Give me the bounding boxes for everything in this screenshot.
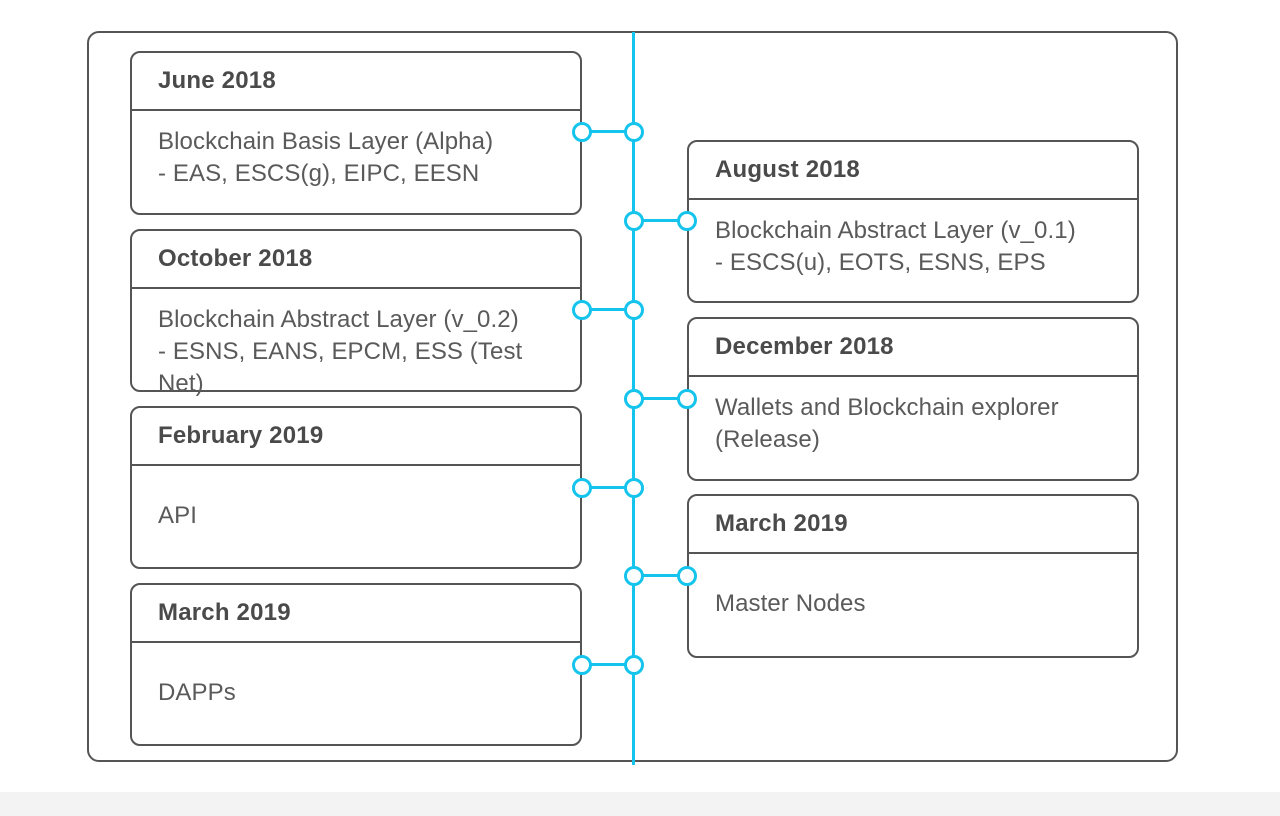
- timeline-connector: [582, 486, 634, 489]
- milestone-date: October 2018: [132, 231, 580, 289]
- timeline-connector: [582, 130, 634, 133]
- timeline-node: [624, 478, 644, 498]
- milestone-date: December 2018: [689, 319, 1137, 377]
- milestone-card-june-2018: June 2018 Blockchain Basis Layer (Alpha)…: [130, 51, 582, 215]
- milestone-description: Wallets and Blockchain explorer (Release…: [715, 394, 1059, 453]
- milestone-date: February 2019: [132, 408, 580, 466]
- milestone-card-august-2018: August 2018 Blockchain Abstract Layer (v…: [687, 140, 1139, 303]
- milestone-date: March 2019: [132, 585, 580, 643]
- milestone-card-february-2019: February 2019 API: [130, 406, 582, 569]
- milestone-date: June 2018: [132, 53, 580, 111]
- timeline-node: [624, 211, 644, 231]
- milestone-date: March 2019: [689, 496, 1137, 554]
- connector-node: [572, 122, 592, 142]
- timeline-connector: [582, 308, 634, 311]
- connector-node: [572, 655, 592, 675]
- milestone-card-march-2019-right: March 2019 Master Nodes: [687, 494, 1139, 658]
- timeline-node: [624, 655, 644, 675]
- milestone-date: August 2018: [689, 142, 1137, 200]
- connector-node: [572, 300, 592, 320]
- timeline-node: [624, 300, 644, 320]
- milestone-description: Blockchain Abstract Layer (v_0.1) - ESCS…: [715, 217, 1076, 276]
- timeline-connector: [634, 397, 687, 400]
- milestone-description: API: [158, 502, 197, 529]
- bottom-band: [0, 792, 1280, 816]
- milestone-description: DAPPs: [158, 679, 236, 706]
- timeline-node: [624, 122, 644, 142]
- connector-node: [572, 478, 592, 498]
- connector-node: [677, 211, 697, 231]
- milestone-card-october-2018: October 2018 Blockchain Abstract Layer (…: [130, 229, 582, 397]
- milestone-description: Master Nodes: [715, 590, 866, 617]
- timeline-connector: [634, 219, 687, 222]
- connector-node: [677, 389, 697, 409]
- timeline-node: [624, 566, 644, 586]
- milestone-card-march-2019-left: March 2019 DAPPs: [130, 583, 582, 746]
- milestone-description: Blockchain Abstract Layer (v_0.2) - ESNS…: [158, 306, 523, 397]
- connector-node: [677, 566, 697, 586]
- timeline-node: [624, 389, 644, 409]
- timeline-connector: [582, 663, 634, 666]
- milestone-description: Blockchain Basis Layer (Alpha) - EAS, ES…: [158, 128, 494, 187]
- milestone-card-december-2018: December 2018 Wallets and Blockchain exp…: [687, 317, 1139, 481]
- timeline-connector: [634, 574, 687, 577]
